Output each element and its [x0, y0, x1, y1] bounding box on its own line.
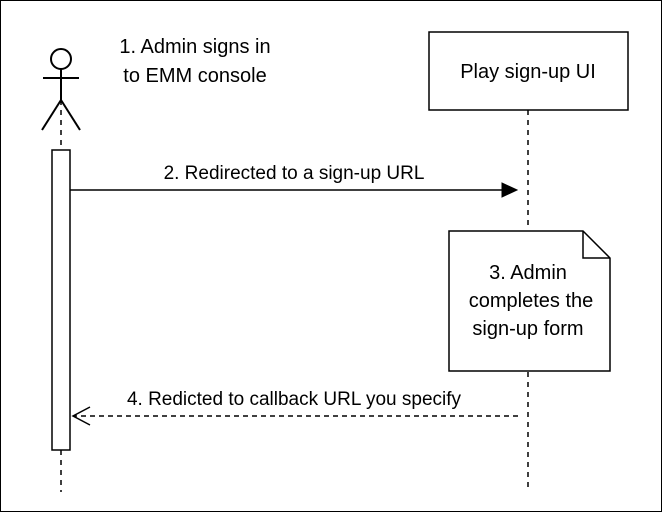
- callback-arrowhead-icon: [71, 406, 91, 426]
- actor-caption-line-1: 1. Admin signs in: [119, 36, 270, 58]
- admin-activation-bar: [51, 149, 71, 451]
- note-line-1: 3. Admin: [489, 262, 567, 284]
- participant-label: Play sign-up UI: [460, 61, 596, 83]
- note-line-2: completes the: [469, 290, 594, 312]
- redirect-arrowhead-icon: [501, 182, 519, 198]
- note-line-3: sign-up form: [472, 318, 583, 340]
- note-shape: [448, 230, 611, 372]
- admin-actor-icon: [41, 48, 81, 131]
- redirect-message-label: 2. Redirected to a sign-up URL: [164, 163, 425, 184]
- participant-box: [428, 31, 629, 111]
- actor-caption-line-2: to EMM console: [123, 65, 266, 87]
- callback-message-label: 4. Redicted to callback URL you specify: [127, 389, 462, 410]
